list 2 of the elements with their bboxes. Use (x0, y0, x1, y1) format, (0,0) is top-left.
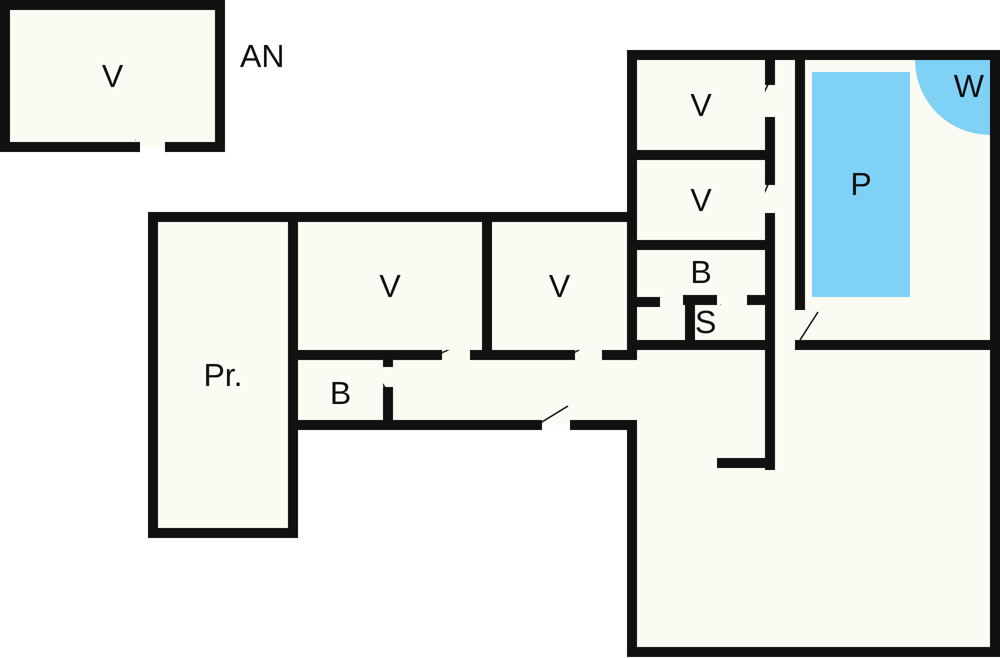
pool: P (812, 72, 910, 297)
building-label: AN (240, 38, 284, 75)
